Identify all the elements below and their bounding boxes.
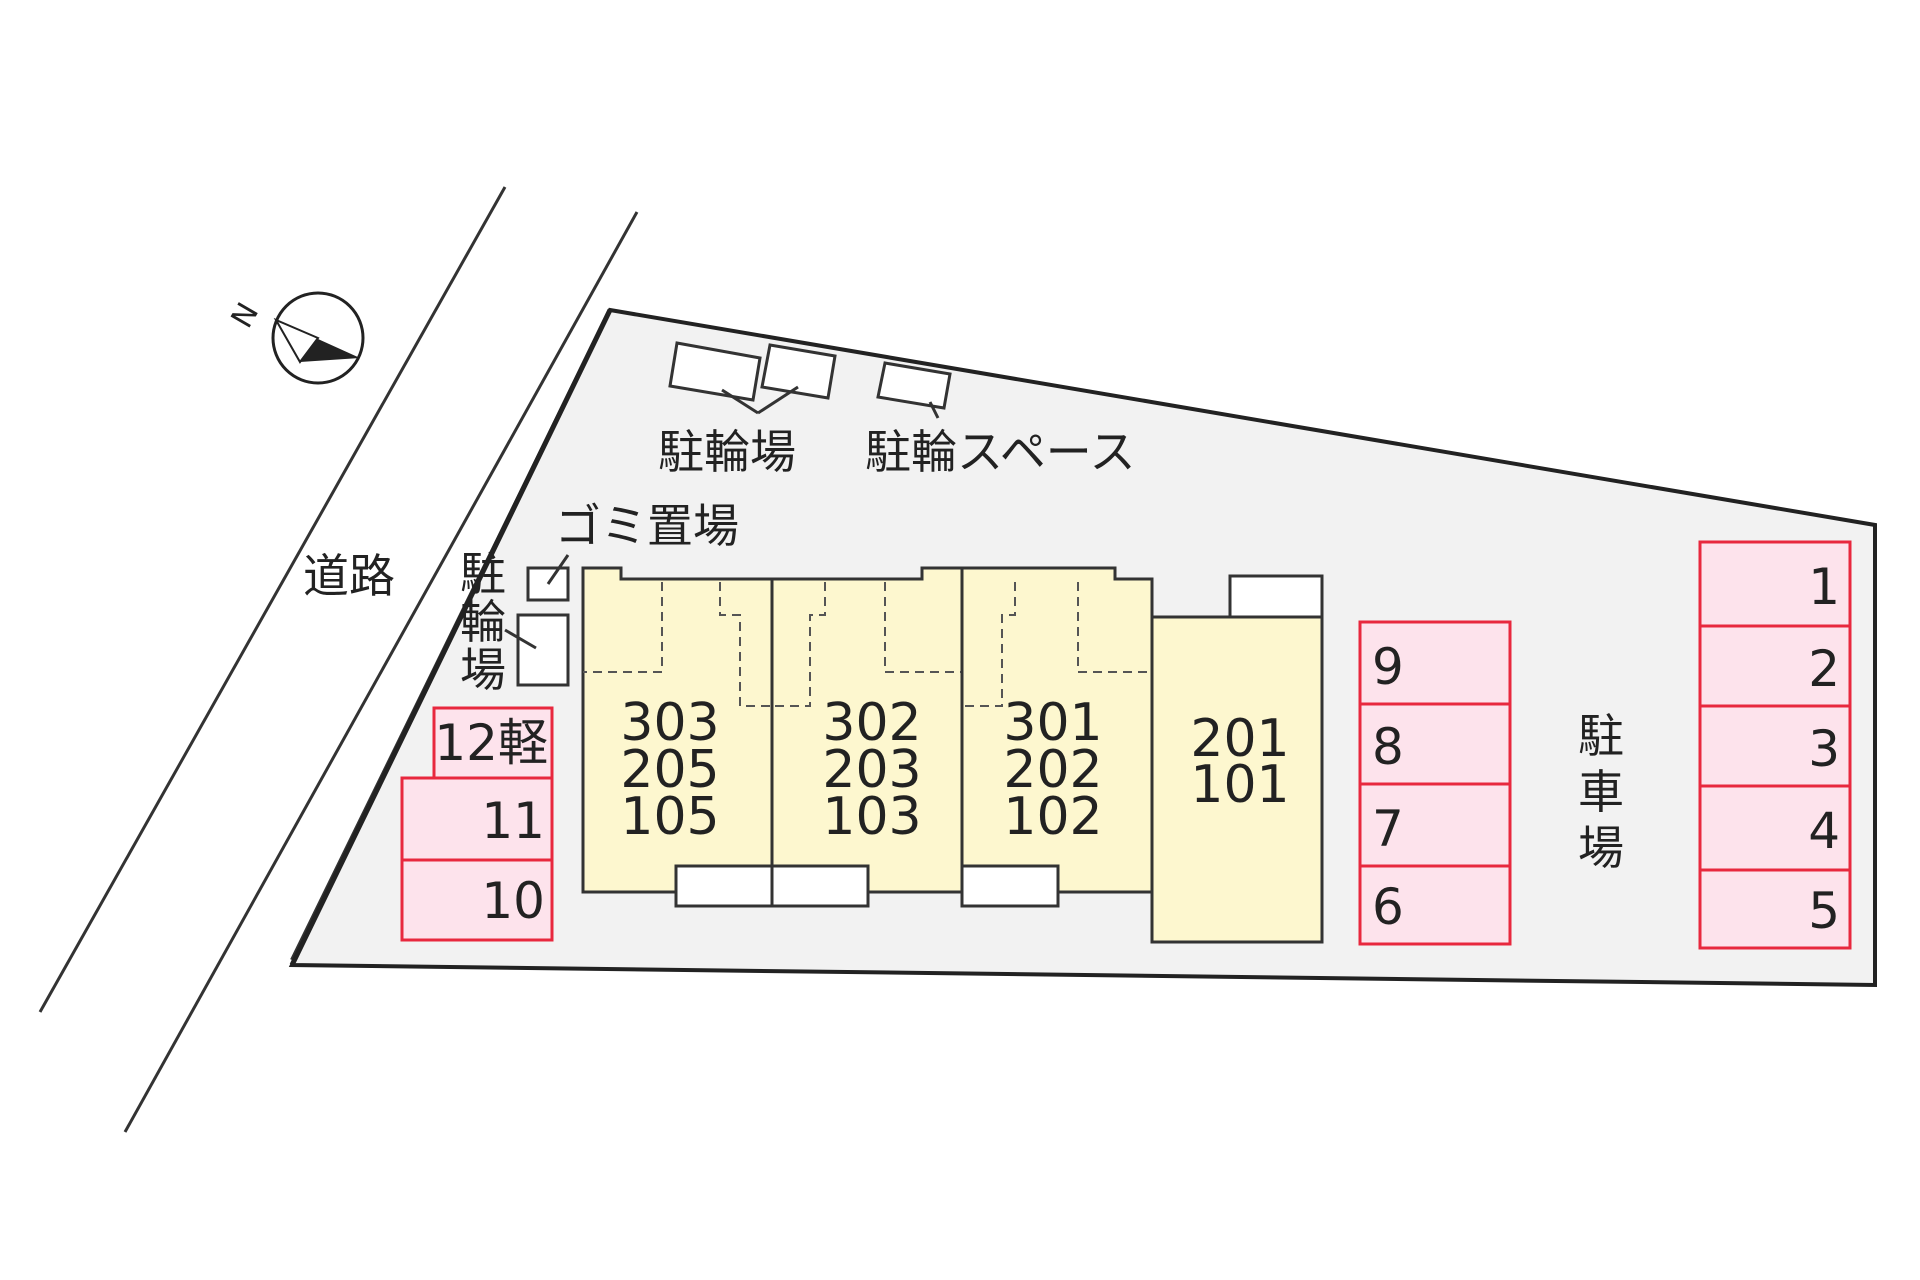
parking-middle xyxy=(1358,620,1512,946)
bike-space-label: 駐輪スペース xyxy=(865,425,1135,479)
side-bike-parking-char-1: 駐 xyxy=(460,547,506,601)
parking-slot-5 xyxy=(1698,868,1852,950)
parking-slot-3 xyxy=(1698,704,1852,788)
road-label: 道路 xyxy=(303,549,395,603)
parking-slot-4 xyxy=(1698,784,1852,872)
parking-label-char-3: 場 xyxy=(1578,821,1624,875)
unit-103: 103 xyxy=(822,787,921,847)
parking-slot-1 xyxy=(1698,540,1852,628)
parking-left-label-10: 10 xyxy=(481,872,545,930)
parking-right-label-5: 5 xyxy=(1808,882,1840,940)
parking-middle-label-8: 8 xyxy=(1372,718,1404,776)
unit-205: 205 xyxy=(620,740,719,800)
unit-303: 303 xyxy=(620,693,719,753)
parking-slot-7 xyxy=(1358,782,1512,868)
parking-left-label-11: 11 xyxy=(481,792,545,850)
parking-left-label-12: 12軽 xyxy=(434,714,548,772)
unit-102: 102 xyxy=(1003,787,1102,847)
compass xyxy=(271,291,365,385)
bike-parking-label: 駐輪場 xyxy=(658,425,796,479)
side-bike-parking-char-3: 場 xyxy=(460,643,506,697)
side-bike-parking-char-2: 輪 xyxy=(460,595,506,649)
parking-left xyxy=(400,706,554,942)
unit-203: 203 xyxy=(822,740,921,800)
building-annexes xyxy=(674,574,1324,908)
parking-middle-label-6: 6 xyxy=(1372,878,1404,936)
parking-label-char-2: 車 xyxy=(1578,765,1624,819)
unit-301: 301 xyxy=(1003,693,1102,753)
parking-slot-9 xyxy=(1358,620,1512,706)
unit-105: 105 xyxy=(620,787,719,847)
side-bike-parking-box xyxy=(516,613,570,687)
parking-right-label-4: 4 xyxy=(1808,802,1840,860)
building-block-3 xyxy=(960,566,1154,894)
parking-right-label-3: 3 xyxy=(1808,720,1840,778)
parking-right xyxy=(1698,540,1852,950)
parking-middle-label-9: 9 xyxy=(1372,638,1404,696)
compass-label: N xyxy=(225,297,267,334)
parking-middle-label-7: 7 xyxy=(1372,800,1404,858)
parking-right-label-2: 2 xyxy=(1808,640,1840,698)
unit-101: 101 xyxy=(1190,755,1289,815)
parking-slot-2 xyxy=(1698,624,1852,708)
building-block-4 xyxy=(1150,615,1324,944)
parking-slot-12 xyxy=(432,706,554,780)
unit-201: 201 xyxy=(1190,709,1289,769)
parking-slot-10 xyxy=(400,858,554,942)
parking-right-label-1: 1 xyxy=(1808,558,1840,616)
unit-202: 202 xyxy=(1003,740,1102,800)
parking-label-char-1: 駐 xyxy=(1578,709,1624,763)
bike-parking-structures xyxy=(668,341,952,410)
parking-slot-6 xyxy=(1358,864,1512,946)
unit-302: 302 xyxy=(822,693,921,753)
garbage-label: ゴミ置場 xyxy=(555,499,739,553)
